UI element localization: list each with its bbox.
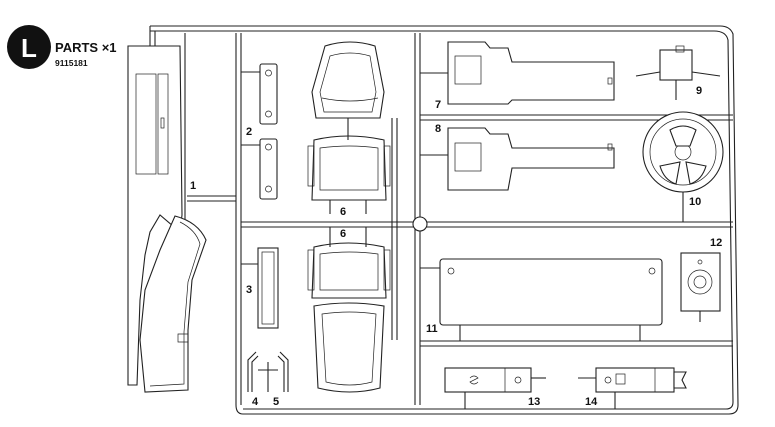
part-1-side-panel	[127, 45, 207, 393]
part-4-5-rods	[247, 351, 289, 392]
badge-letter: L	[21, 33, 37, 63]
part-11-floor-plate	[420, 258, 663, 341]
part-code: 9115181	[55, 58, 88, 68]
part-number-3: 3	[246, 284, 252, 296]
part-number-12: 12	[710, 237, 722, 249]
part-number-5: 5	[273, 396, 279, 408]
part-number-1: 1	[190, 180, 196, 192]
part-number-9: 9	[696, 85, 702, 97]
part-13-clip	[444, 367, 546, 409]
part-14-clip	[578, 367, 687, 409]
part-2-brackets	[241, 63, 278, 200]
part-6-seat-upper	[307, 41, 391, 214]
part-10-steering-wheel	[642, 111, 724, 222]
letter-badge	[7, 25, 51, 69]
outer-runner	[149, 25, 739, 415]
part-number-6-upper: 6	[340, 206, 346, 218]
parts-header: L PARTS ×1 9115181	[7, 25, 117, 69]
part-number-7: 7	[435, 99, 441, 111]
part-number-4: 4	[252, 396, 259, 408]
inner-runners	[184, 33, 733, 405]
part-3-plate	[241, 247, 279, 329]
part-12-bracket	[680, 252, 721, 322]
part-6-seat-lower	[307, 227, 391, 393]
part-number-14: 14	[585, 396, 598, 408]
part-number-6-lower: 6	[340, 228, 346, 240]
part-number-2: 2	[246, 126, 252, 138]
parts-title: PARTS ×1	[55, 40, 117, 55]
part-number-11: 11	[426, 323, 438, 335]
part-9-fitting	[635, 45, 721, 100]
part-number-13: 13	[528, 396, 540, 408]
part-number-10: 10	[689, 196, 701, 208]
part-number-8: 8	[435, 123, 441, 135]
part-7-dash-top	[420, 41, 615, 105]
part-8-dash-bottom	[420, 127, 615, 191]
